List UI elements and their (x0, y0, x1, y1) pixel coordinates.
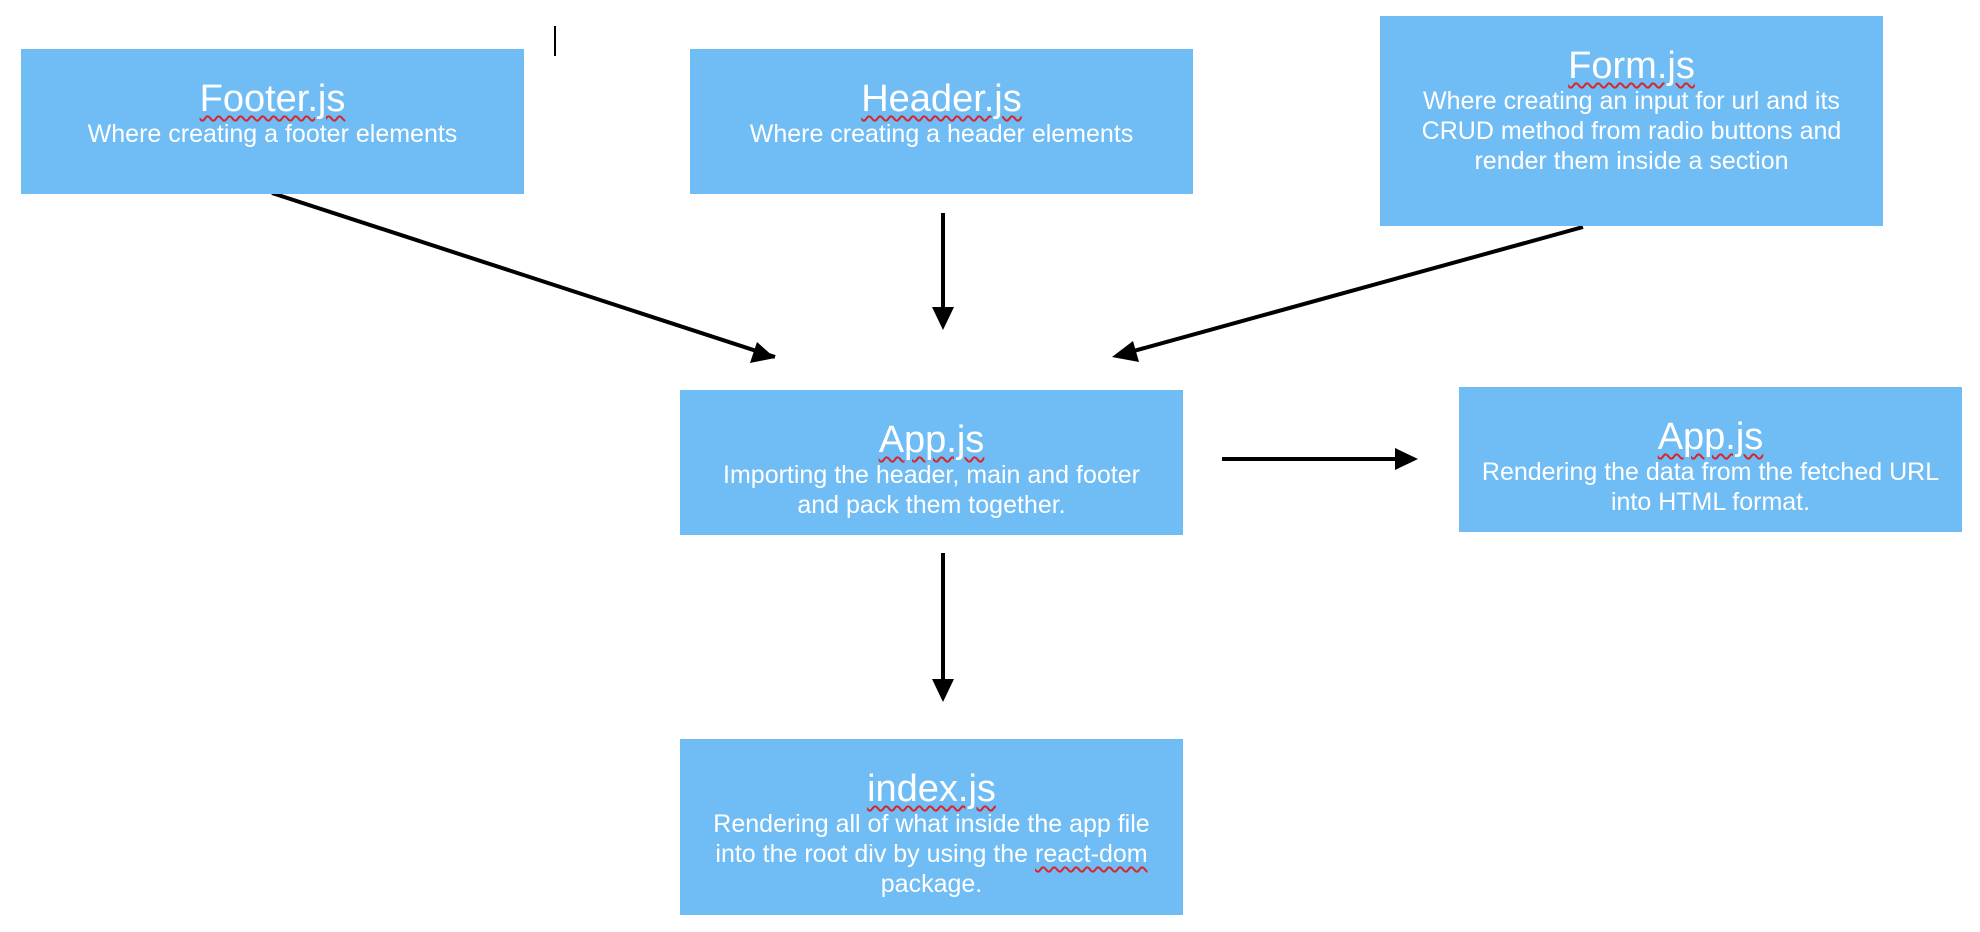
node-app-render-js: App.js Rendering the data from the fetch… (1459, 387, 1962, 532)
node-header-title: Header.js (861, 78, 1022, 120)
node-index-description-react-dom: react-dom (1035, 840, 1148, 868)
node-footer-title: Footer.js (199, 78, 346, 120)
arrowhead-app-to-index (932, 679, 954, 702)
node-form-title: Form.js (1568, 45, 1695, 87)
node-index-description-after: package. (880, 870, 983, 898)
text-cursor (554, 26, 556, 56)
node-app-description: Importing the header, main and footer an… (723, 461, 1140, 519)
arrow-footer-to-app (271, 191, 776, 359)
node-footer-js: Footer.js Where creating a footer elemen… (21, 49, 524, 194)
node-index-title: index.js (867, 768, 996, 810)
arrowhead-app-to-app-render (1395, 448, 1418, 470)
node-app-title: App.js (878, 419, 985, 461)
node-index-description-before: Rendering all of what inside the app fil… (713, 810, 1150, 868)
arrowhead-header-to-app (932, 307, 954, 330)
node-index-js: index.js Rendering all of what inside th… (680, 739, 1183, 915)
arrow-form-to-app (1129, 225, 1584, 354)
node-index-description: Rendering all of what inside the app fil… (680, 809, 1183, 899)
node-header-js: Header.js Where creating a header elemen… (690, 49, 1193, 194)
node-footer-description: Where creating a footer elements (87, 120, 458, 148)
node-form-description: Where creating an input for url and its … (1421, 87, 1842, 175)
node-header-description: Where creating a header elements (749, 120, 1134, 148)
arrowhead-footer-to-app (750, 342, 775, 363)
node-app-render-title: App.js (1657, 416, 1764, 458)
arrowhead-form-to-app (1112, 341, 1139, 362)
node-app-render-description: Rendering the data from the fetched URL … (1481, 458, 1940, 516)
node-app-js: App.js Importing the header, main and fo… (680, 390, 1183, 535)
node-form-js: Form.js Where creating an input for url … (1380, 16, 1883, 226)
